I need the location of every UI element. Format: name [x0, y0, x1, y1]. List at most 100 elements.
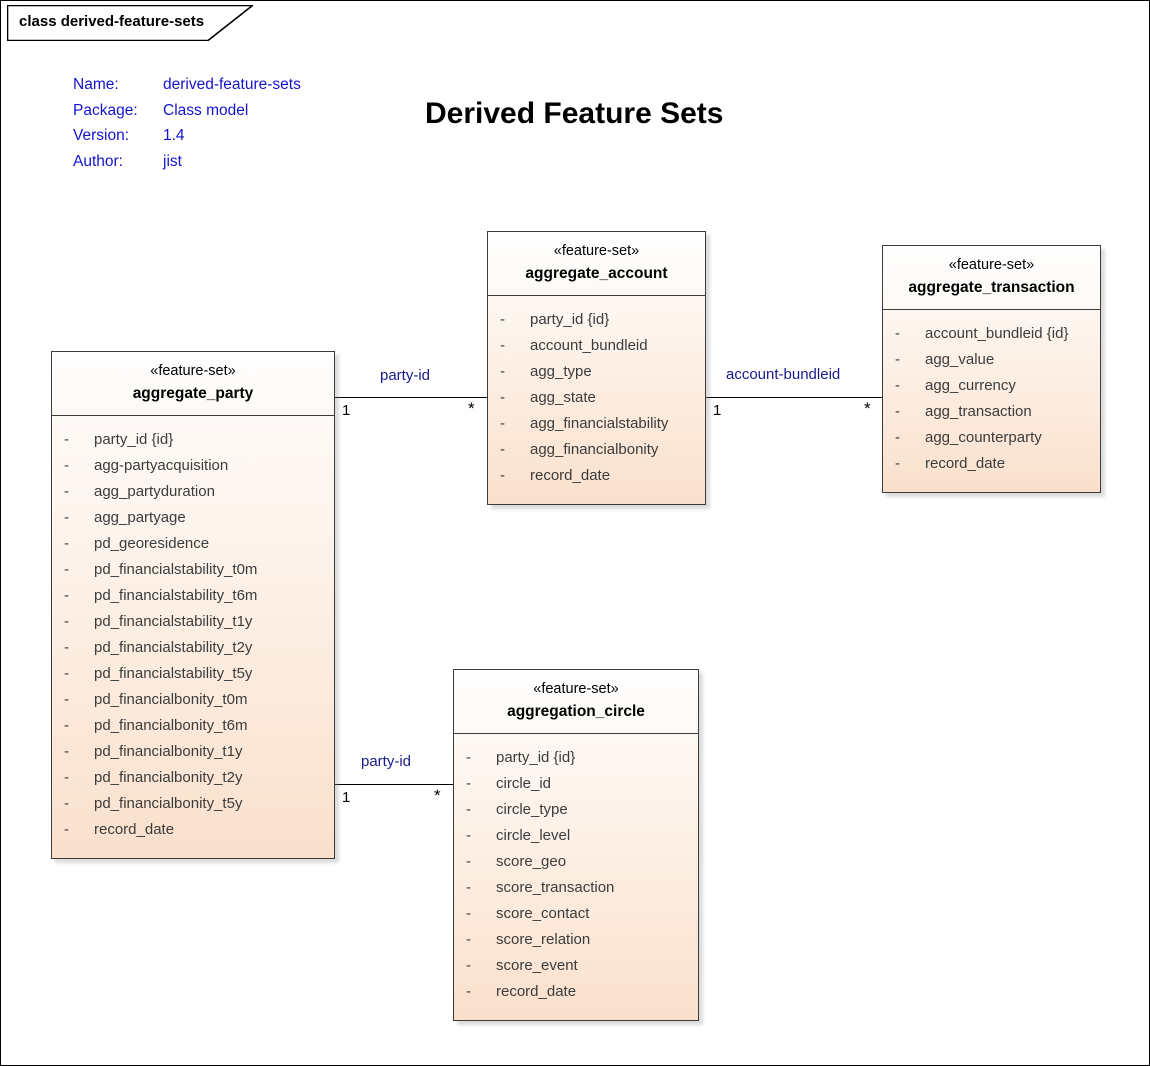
class-attribute: - circle_level	[454, 823, 698, 849]
attribute-name: agg_financialbonity	[530, 441, 659, 458]
metadata-key-package: Package:	[73, 101, 138, 119]
class-attribute: - circle_id	[454, 771, 698, 797]
attribute-visibility: -	[64, 535, 69, 552]
class-attribute: -agg_value	[883, 347, 1100, 373]
attribute-visibility: -	[895, 377, 900, 394]
class-attribute: -score_transaction	[454, 875, 698, 901]
class-attribute: - account_bundleid	[488, 333, 705, 359]
class-attributes-aggregate-party: -party_id {id} -agg-partyacquisition -ag…	[52, 416, 334, 854]
connector-party-to-account-target-multiplicity: *	[468, 399, 475, 418]
attribute-name: pd_financialstability_t0m	[94, 561, 258, 578]
attribute-visibility: -	[466, 775, 471, 792]
class-attribute: -pd_georesidence	[52, 531, 334, 557]
attribute-name: pd_financialstability_t2y	[94, 639, 253, 656]
attribute-visibility: -	[64, 743, 69, 760]
attribute-name: score_contact	[496, 905, 590, 922]
attribute-visibility: -	[500, 311, 505, 328]
class-attribute: -agg-partyacquisition	[52, 453, 334, 479]
class-attributes-aggregate-transaction: -account_bundleid {id} -agg_value -agg_c…	[883, 310, 1100, 488]
metadata-value-author: jist	[163, 152, 182, 170]
attribute-visibility: -	[466, 827, 471, 844]
attribute-visibility: -	[64, 561, 69, 578]
connector-party-to-circle-source-multiplicity: 1	[342, 789, 351, 806]
connector-party-to-circle-label: party-id	[361, 753, 412, 770]
class-attribute: -agg_currency	[883, 373, 1100, 399]
metadata-value-name: derived-feature-sets	[163, 76, 301, 93]
class-stereotype: «feature-set»	[948, 257, 1035, 273]
class-attribute: -party_id {id}	[52, 427, 334, 453]
attribute-name: agg_state	[530, 389, 596, 406]
class-attribute: - pd_financialbonity_t6m	[52, 713, 334, 739]
attribute-visibility: -	[466, 957, 471, 974]
attribute-name: pd_financialbonity_t0m	[94, 691, 248, 708]
class-attribute: - pd_financialstability_t0m	[52, 557, 334, 583]
connector-account-to-transaction-source-multiplicity: 1	[713, 402, 722, 419]
class-attribute: -agg_partyage	[52, 505, 334, 531]
attribute-visibility: -	[64, 483, 69, 500]
attribute-name: circle_level	[496, 827, 571, 844]
class-box-aggregate-transaction[interactable]: «feature-set» aggregate_transaction - acc…	[882, 245, 1101, 493]
class-box-aggregation-circle[interactable]: «feature-set» aggregation_circle -party_…	[453, 669, 699, 1021]
class-header-aggregate-account: «feature-set» aggregate_account	[488, 232, 705, 296]
class-attribute: - record_date	[488, 463, 705, 489]
class-box-aggregate-party[interactable]: «feature-set» aggregate_party -party_id …	[51, 351, 335, 859]
metadata-key-author: Author:	[73, 152, 123, 170]
class-attribute: -pd_financialstability_t2y	[52, 635, 334, 661]
attribute-name: record_date	[530, 467, 611, 484]
class-attribute: -pd_financialbonity_t0m	[52, 687, 334, 713]
class-name: aggregation_circle	[507, 703, 645, 720]
frame-tab-shape	[7, 5, 253, 41]
attribute-name: pd_financialstability_t1y	[94, 613, 253, 630]
attribute-visibility: -	[895, 325, 900, 342]
attribute-visibility: -	[466, 983, 471, 1000]
metadata-value-package: Class model	[163, 101, 249, 119]
class-attribute: -score_event	[454, 953, 698, 979]
attribute-name: party_id {id}	[496, 749, 576, 766]
class-attribute: -agg_counterparty	[883, 425, 1100, 451]
attribute-visibility: -	[64, 821, 69, 838]
attribute-name: agg_transaction	[925, 403, 1032, 420]
class-attribute: - record_date	[454, 979, 698, 1005]
attribute-name: agg_partyduration	[94, 483, 215, 500]
attribute-name: pd_financialbonity_t2y	[94, 769, 243, 786]
attribute-visibility: -	[500, 467, 505, 484]
attribute-visibility: -	[64, 717, 69, 734]
attribute-name: record_date	[496, 983, 577, 1000]
attribute-name: agg_financialstability	[530, 415, 669, 432]
attribute-name: score_relation	[496, 931, 591, 948]
attribute-visibility: -	[64, 587, 69, 604]
attribute-name: agg_value	[925, 351, 995, 368]
class-name: aggregate_party	[132, 385, 254, 402]
attribute-name: record_date	[94, 821, 175, 838]
class-attribute: -pd_financialstability_t5y	[52, 661, 334, 687]
attribute-visibility: -	[895, 403, 900, 420]
class-attribute: - circle_type	[454, 797, 698, 823]
attribute-visibility: -	[466, 853, 471, 870]
class-attribute: - agg_partyduration	[52, 479, 334, 505]
connector-party-to-account-source-multiplicity: 1	[342, 402, 351, 419]
attribute-name: pd_financialstability_t6m	[94, 587, 258, 604]
connector-party-to-account-label: party-id	[380, 367, 431, 384]
attribute-name: account_bundleid {id}	[925, 325, 1069, 342]
class-name: aggregate_account	[525, 265, 668, 282]
attribute-visibility: -	[500, 389, 505, 406]
class-attribute: -agg_financialbonity	[488, 437, 705, 463]
attribute-visibility: -	[64, 431, 69, 448]
attribute-visibility: -	[466, 801, 471, 818]
attribute-name: pd_financialstability_t5y	[94, 665, 253, 682]
class-attribute: - agg_state	[488, 385, 705, 411]
class-stereotype: «feature-set»	[553, 243, 640, 259]
class-attribute: -party_id {id}	[488, 307, 705, 333]
attribute-name: circle_type	[496, 801, 568, 818]
class-attribute: -agg_financialstability	[488, 411, 705, 437]
class-name: aggregate_transaction	[908, 279, 1075, 296]
attribute-name: circle_id	[496, 775, 552, 792]
class-attribute: -agg_type	[488, 359, 705, 385]
attribute-name: account_bundleid	[530, 337, 648, 354]
class-attribute: -pd_financialstability_t1y	[52, 609, 334, 635]
class-box-aggregate-account[interactable]: «feature-set» aggregate_account -party_i…	[487, 231, 706, 505]
attribute-name: pd_financialbonity_t6m	[94, 717, 248, 734]
attribute-name: agg_type	[530, 363, 592, 380]
attribute-visibility: -	[500, 337, 505, 354]
